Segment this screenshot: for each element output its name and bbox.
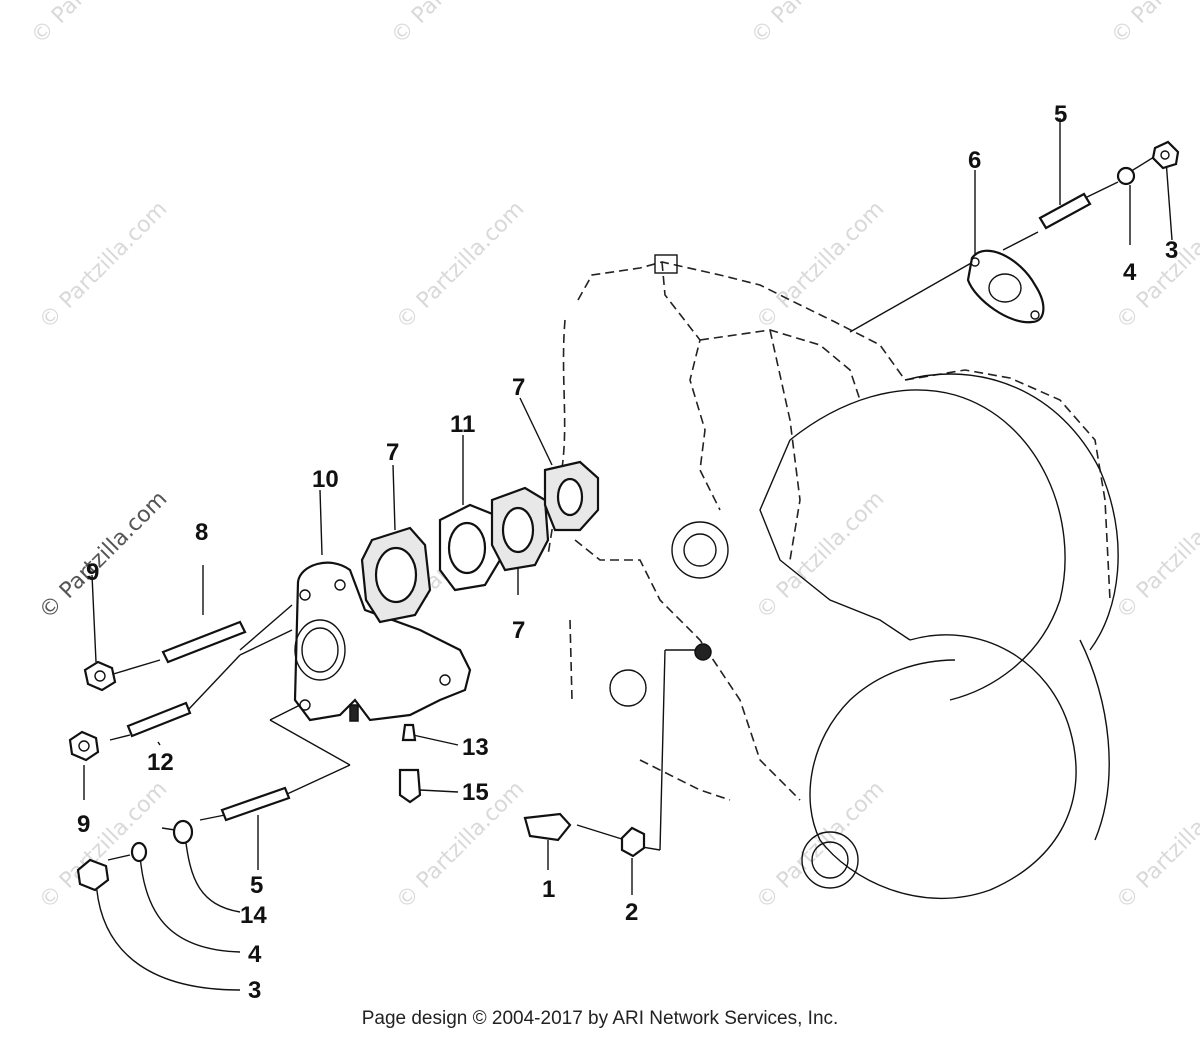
part-lockwasher-4-bottom bbox=[130, 841, 148, 863]
part-cap-15 bbox=[398, 768, 422, 804]
callout-7: 7 bbox=[386, 439, 399, 466]
callout-8: 8 bbox=[195, 519, 208, 546]
callout-14: 14 bbox=[240, 902, 267, 929]
callout-9: 9 bbox=[77, 811, 90, 838]
leader-lines bbox=[83, 118, 1173, 991]
part-nut-3-bottom bbox=[76, 858, 110, 892]
callout-4: 4 bbox=[1123, 259, 1137, 286]
callout-9: 9 bbox=[86, 559, 99, 586]
part-stud-5-top bbox=[1038, 192, 1092, 230]
watermark: © Partzilla.com bbox=[1112, 777, 1200, 915]
watermark: © Partzilla.com bbox=[387, 0, 525, 49]
callout-3: 3 bbox=[248, 977, 261, 1004]
callout-7: 7 bbox=[512, 374, 525, 401]
part-lockwasher-4-top bbox=[1116, 166, 1136, 186]
part-nut-9-a bbox=[83, 660, 117, 692]
part-gasket-7-a bbox=[360, 526, 432, 624]
callout-10: 10 bbox=[312, 466, 339, 493]
callout-15: 15 bbox=[462, 779, 489, 806]
watermark: © Partzilla.com bbox=[392, 197, 530, 335]
part-gasket-7-b bbox=[490, 486, 550, 572]
part-fitting-13 bbox=[401, 723, 417, 742]
watermark: © Partzilla.com bbox=[752, 197, 890, 335]
watermark: © Partzilla.com bbox=[747, 0, 885, 49]
callout-6: 6 bbox=[968, 147, 981, 174]
part-manifold-10 bbox=[293, 561, 472, 722]
page-footer: Page design © 2004-2017 by ARI Network S… bbox=[361, 1008, 839, 1029]
callout-4: 4 bbox=[248, 941, 262, 968]
part-fitting-1 bbox=[523, 812, 572, 842]
watermark: © Partzilla.com bbox=[35, 197, 173, 335]
watermark-layer: © Partzilla.com © Partzilla.com © Partzi… bbox=[27, 0, 1200, 914]
part-nut-9-b bbox=[68, 730, 100, 762]
watermark: © Partzilla.com bbox=[1112, 487, 1200, 625]
part-spacer-11 bbox=[438, 503, 502, 592]
part-stud-12 bbox=[126, 701, 192, 738]
watermark: © Partzilla.com bbox=[35, 487, 173, 625]
callout-1: 1 bbox=[542, 876, 555, 903]
part-exhaust-gasket-6 bbox=[966, 249, 1045, 324]
part-stud-5-bottom bbox=[220, 786, 291, 822]
callout-5: 5 bbox=[250, 872, 263, 899]
watermark: © Partzilla.com bbox=[27, 0, 165, 49]
callout-7: 7 bbox=[512, 617, 525, 644]
part-stud-8 bbox=[161, 620, 247, 664]
callout-2: 2 bbox=[625, 899, 638, 926]
part-washer-14 bbox=[172, 819, 194, 845]
engine-outline bbox=[547, 254, 1119, 899]
callout-labels: 5 6 4 3 7 7 11 10 8 9 7 13 12 15 9 1 5 2… bbox=[77, 101, 1178, 1004]
callout-12: 12 bbox=[147, 749, 174, 776]
watermark: © Partzilla.com bbox=[35, 777, 173, 915]
part-gasket-7-c bbox=[543, 460, 600, 532]
callout-11: 11 bbox=[450, 411, 475, 438]
callout-13: 13 bbox=[462, 734, 489, 761]
callout-5: 5 bbox=[1054, 101, 1067, 128]
watermark: © Partzilla.com bbox=[1107, 0, 1200, 49]
part-nut-2 bbox=[620, 826, 646, 858]
part-nut-3-top bbox=[1151, 140, 1180, 170]
watermark: © Partzilla.com bbox=[752, 487, 890, 625]
callout-3: 3 bbox=[1165, 237, 1178, 264]
